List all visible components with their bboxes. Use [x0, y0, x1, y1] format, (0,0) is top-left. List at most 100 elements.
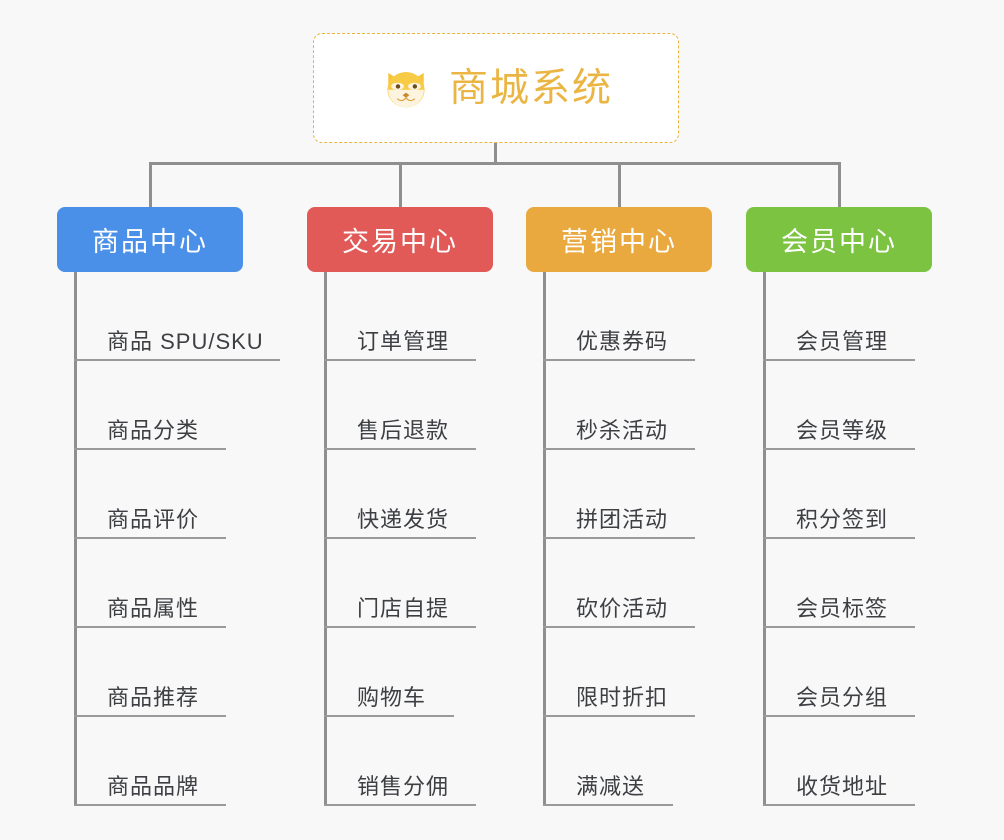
leaf-list-marketing-center: 优惠券码秒杀活动拼团活动砍价活动限时折扣满减送 [543, 272, 783, 806]
leaf-item-label: 商品分类 [107, 418, 200, 443]
leaf-item[interactable]: 会员标签 [763, 539, 1003, 628]
leaf-item-underline [324, 715, 454, 717]
leaf-item-underline [324, 804, 476, 806]
leaf-item[interactable]: 订单管理 [324, 272, 564, 361]
leaf-list-trade-center: 订单管理售后退款快递发货门店自提购物车销售分佣 [324, 272, 564, 806]
leaf-item-label: 满减送 [576, 774, 646, 799]
leaf-item-label: 秒杀活动 [576, 418, 669, 443]
leaf-item-underline [74, 626, 226, 628]
leaf-item[interactable]: 收货地址 [763, 717, 1003, 806]
leaf-item-underline [763, 715, 915, 717]
leaf-item-underline [74, 715, 226, 717]
leaf-item-underline [324, 448, 476, 450]
leaf-item-underline [763, 448, 915, 450]
leaf-item-underline [324, 537, 476, 539]
leaf-item-underline [763, 537, 915, 539]
connector-root-stem [494, 143, 497, 165]
leaf-item[interactable]: 会员管理 [763, 272, 1003, 361]
leaf-item[interactable]: 商品评价 [74, 450, 314, 539]
shiba-dog-face-icon [379, 61, 433, 115]
leaf-item[interactable]: 售后退款 [324, 361, 564, 450]
leaf-item-label: 积分签到 [796, 507, 889, 532]
leaf-item-label: 销售分佣 [357, 774, 450, 799]
leaf-item[interactable]: 优惠券码 [543, 272, 783, 361]
leaf-item-label: 会员标签 [796, 596, 889, 621]
leaf-item-label: 拼团活动 [576, 507, 669, 532]
leaf-item[interactable]: 秒杀活动 [543, 361, 783, 450]
branch-marketing-center: 营销中心优惠券码秒杀活动拼团活动砍价活动限时折扣满减送 [526, 207, 712, 806]
leaf-item-label: 购物车 [357, 685, 427, 710]
leaf-item[interactable]: 快递发货 [324, 450, 564, 539]
leaf-item[interactable]: 商品分类 [74, 361, 314, 450]
leaf-item-label: 订单管理 [357, 329, 450, 354]
leaf-item-label: 会员分组 [796, 685, 889, 710]
leaf-item[interactable]: 限时折扣 [543, 628, 783, 717]
leaf-item-underline [74, 359, 280, 361]
leaf-item-underline [543, 448, 695, 450]
leaf-item[interactable]: 商品 SPU/SKU [74, 272, 314, 361]
leaf-item-underline [543, 715, 695, 717]
root-title: 商城系统 [448, 66, 613, 110]
leaf-item[interactable]: 拼团活动 [543, 450, 783, 539]
leaf-item[interactable]: 会员分组 [763, 628, 1003, 717]
leaf-item[interactable]: 会员等级 [763, 361, 1003, 450]
branch-trunk-marketing-center [543, 272, 546, 806]
leaf-item-underline [324, 626, 476, 628]
leaf-item-underline [74, 448, 226, 450]
leaf-item-label: 商品属性 [107, 596, 200, 621]
leaf-item[interactable]: 购物车 [324, 628, 564, 717]
leaf-item[interactable]: 商品推荐 [74, 628, 314, 717]
branch-header-marketing-center[interactable]: 营销中心 [526, 207, 712, 272]
branch-header-trade-center[interactable]: 交易中心 [307, 207, 493, 272]
leaf-item-label: 会员等级 [796, 418, 889, 443]
branch-trunk-product-center [74, 272, 77, 806]
leaf-item-label: 售后退款 [357, 418, 450, 443]
leaf-item-underline [543, 804, 673, 806]
branch-header-label: 交易中心 [342, 227, 458, 257]
leaf-item[interactable]: 满减送 [543, 717, 783, 806]
branch-header-label: 会员中心 [781, 227, 897, 257]
root-node-content: 商城系统 [379, 61, 613, 115]
leaf-item-underline [543, 359, 695, 361]
connector-drop-1 [149, 162, 152, 208]
connector-drop-2 [399, 162, 402, 208]
root-node[interactable]: 商城系统 [313, 33, 679, 143]
leaf-list-product-center: 商品 SPU/SKU 商品分类商品评价商品属性商品推荐商品品牌 [74, 272, 314, 806]
connector-horizontal-bus [149, 162, 841, 165]
leaf-item-underline [763, 626, 915, 628]
leaf-item[interactable]: 商品属性 [74, 539, 314, 628]
leaf-item[interactable]: 商品品牌 [74, 717, 314, 806]
leaf-item-label: 优惠券码 [576, 329, 669, 354]
leaf-item-label: 商品推荐 [107, 685, 200, 710]
leaf-item-label: 会员管理 [796, 329, 889, 354]
leaf-item-underline [763, 359, 915, 361]
leaf-item-label: 商品品牌 [107, 774, 200, 799]
leaf-item-underline [74, 804, 226, 806]
leaf-item-underline [74, 537, 226, 539]
branch-header-product-center[interactable]: 商品中心 [57, 207, 243, 272]
branch-trunk-member-center [763, 272, 766, 806]
branch-header-label: 商品中心 [92, 227, 208, 257]
leaf-item-label: 商品 SPU/SKU [107, 329, 264, 354]
leaf-item-label: 砍价活动 [576, 596, 669, 621]
branch-header-member-center[interactable]: 会员中心 [746, 207, 932, 272]
branch-member-center: 会员中心会员管理会员等级积分签到会员标签会员分组收货地址 [746, 207, 932, 806]
leaf-item-label: 快递发货 [357, 507, 450, 532]
leaf-item-label: 商品评价 [107, 507, 200, 532]
connector-drop-3 [618, 162, 621, 208]
leaf-item-underline [324, 359, 476, 361]
connector-drop-4 [838, 162, 841, 208]
leaf-item-underline [543, 626, 695, 628]
leaf-item-label: 门店自提 [357, 596, 450, 621]
leaf-item-underline [543, 537, 695, 539]
leaf-item[interactable]: 门店自提 [324, 539, 564, 628]
leaf-item[interactable]: 销售分佣 [324, 717, 564, 806]
leaf-item-label: 收货地址 [796, 774, 889, 799]
leaf-list-member-center: 会员管理会员等级积分签到会员标签会员分组收货地址 [763, 272, 1003, 806]
leaf-item-underline [763, 804, 915, 806]
branch-trade-center: 交易中心订单管理售后退款快递发货门店自提购物车销售分佣 [307, 207, 493, 806]
leaf-item[interactable]: 砍价活动 [543, 539, 783, 628]
leaf-item[interactable]: 积分签到 [763, 450, 1003, 539]
branch-header-label: 营销中心 [561, 227, 677, 257]
